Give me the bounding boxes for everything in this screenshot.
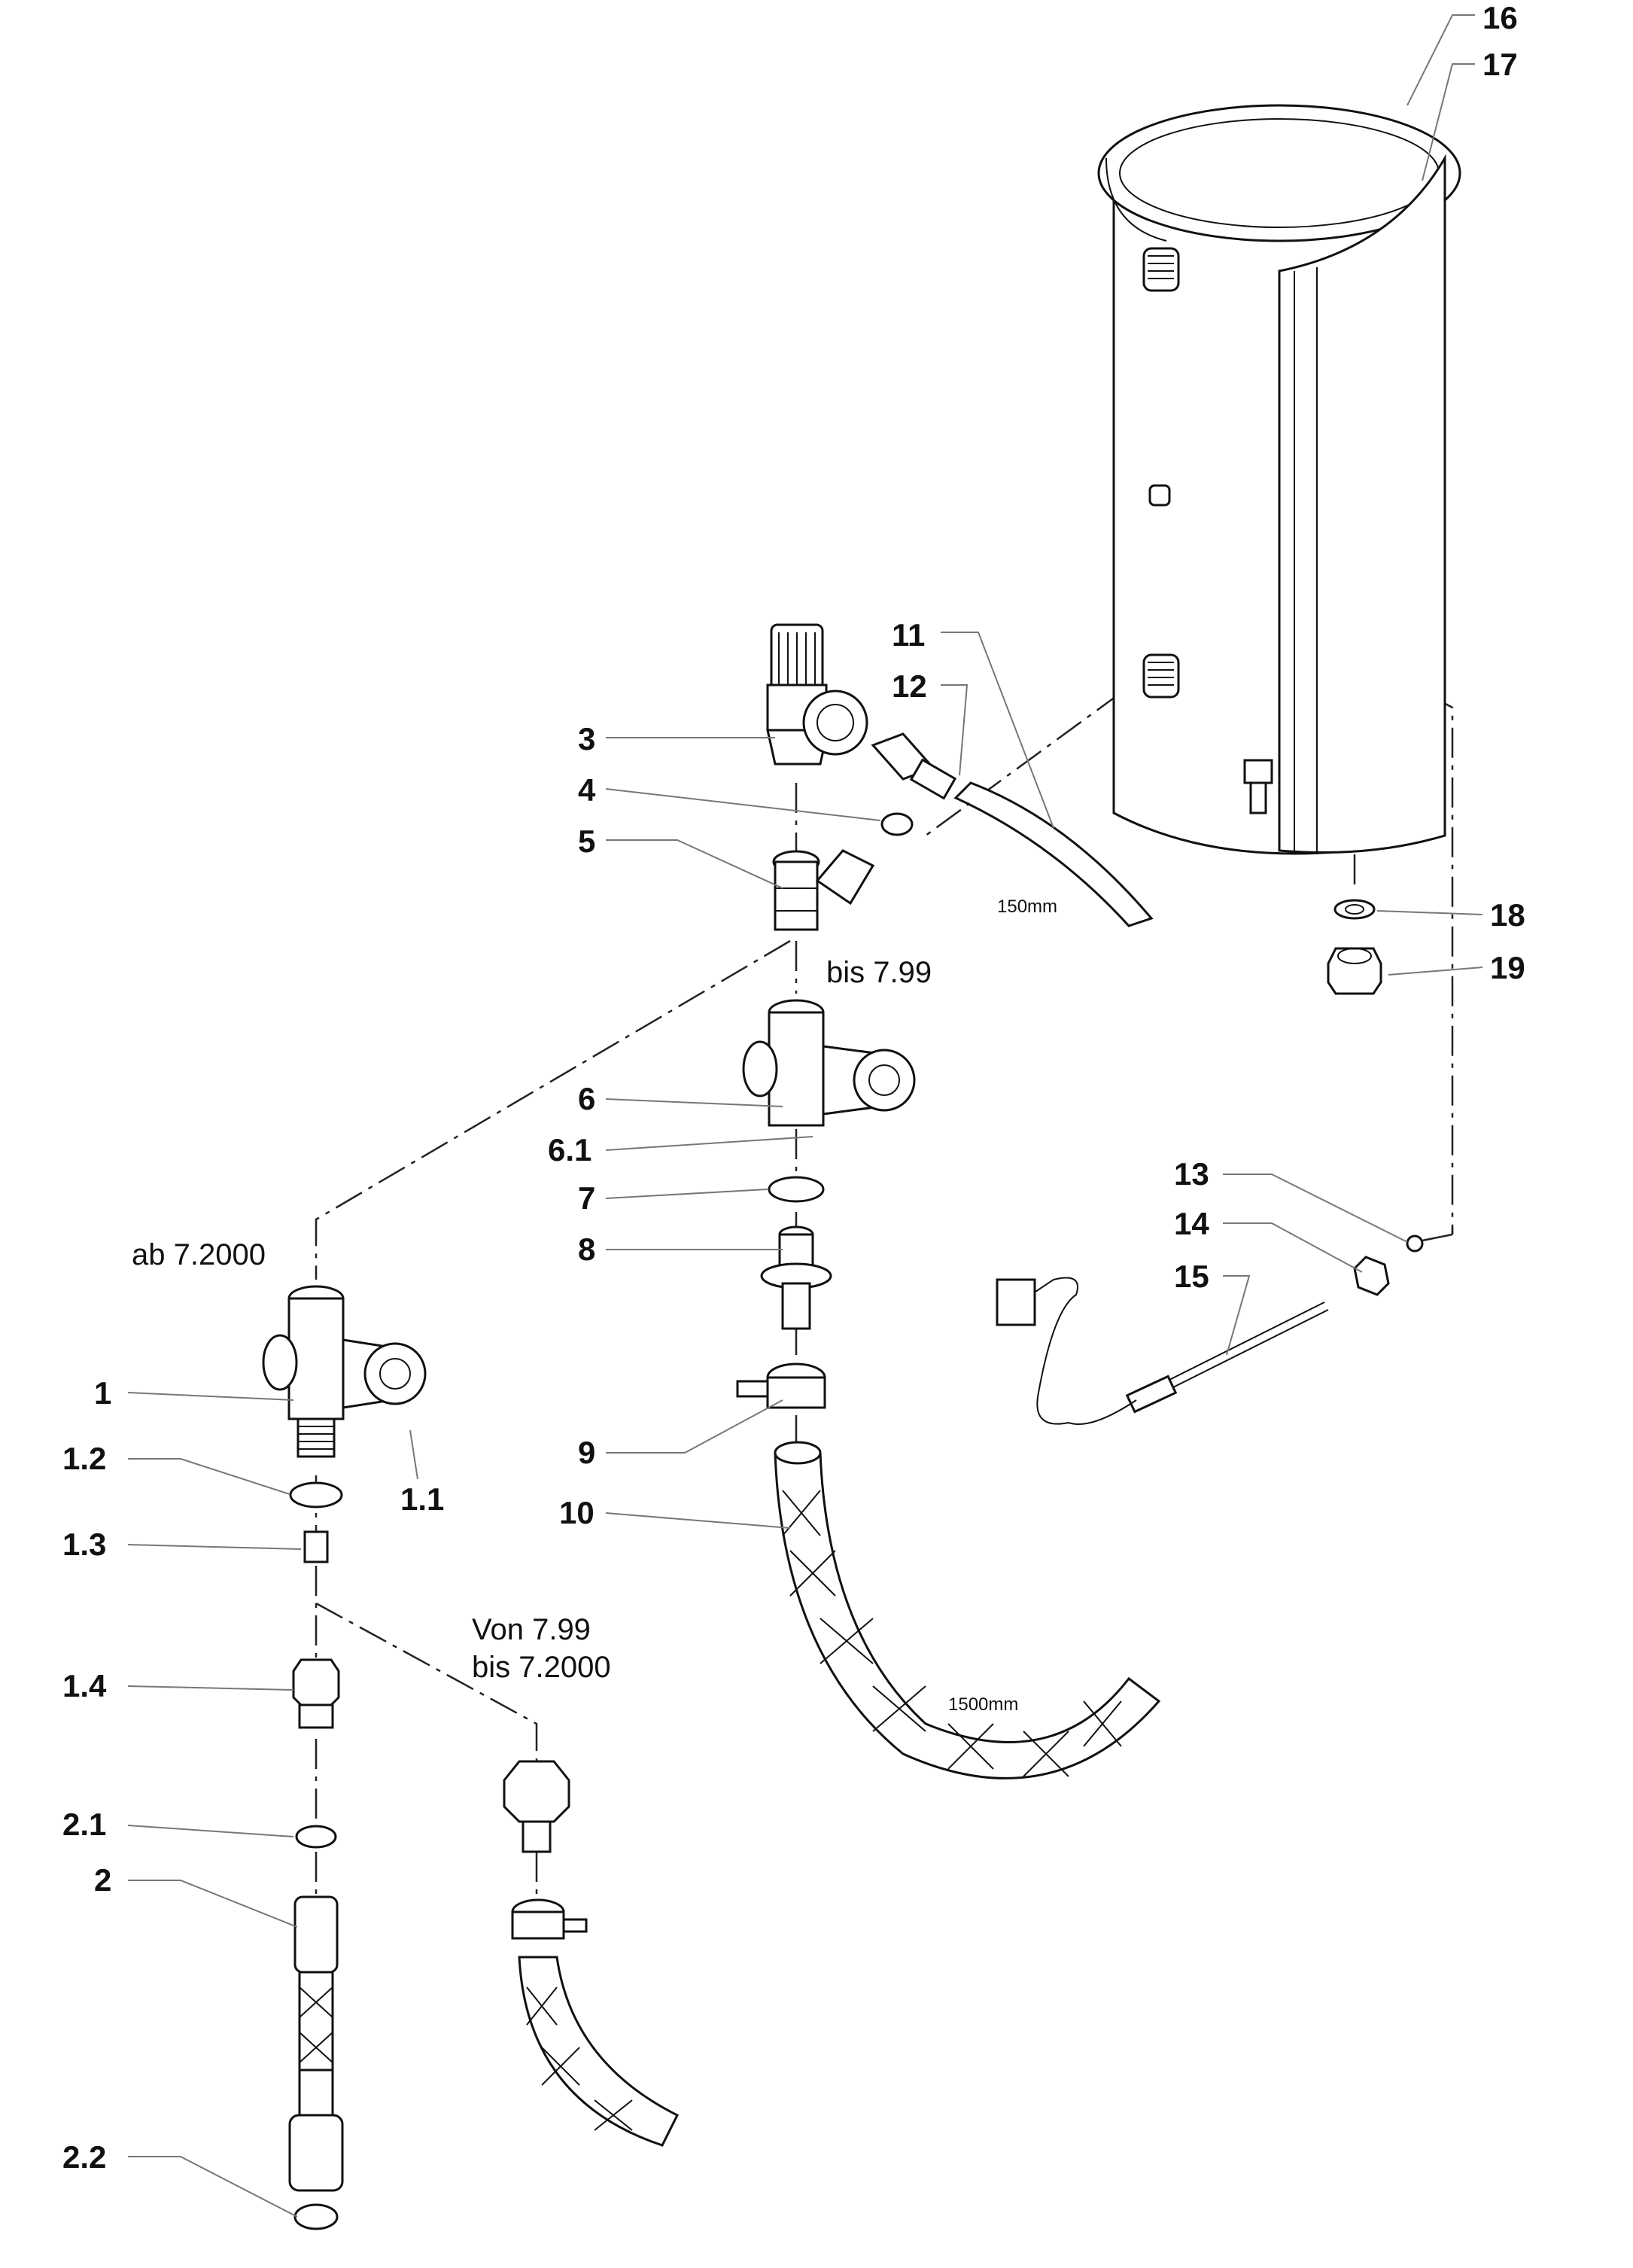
label-14: 14	[1174, 1206, 1209, 1241]
label-2-1: 2.1	[62, 1807, 106, 1842]
o-ring-7	[768, 1176, 825, 1203]
fitting-5	[772, 849, 875, 931]
part-number-labels: 16 17 11 12 3 4 5 6 6.1 7 8 9 10 18 19 1…	[62, 0, 1525, 2175]
label-12: 12	[892, 668, 927, 704]
label-1-2: 1.2	[62, 1441, 106, 1476]
valve-1	[262, 1285, 427, 1458]
label-5: 5	[578, 823, 595, 859]
notes: bis 7.99 ab 7.2000 Von 7.99 bis 7.2000 1…	[132, 897, 1057, 1715]
dimension-1500mm: 1500mm	[948, 1694, 1018, 1715]
tank-nipple-lower-icon	[1142, 653, 1180, 699]
adapter-1-4	[292, 1658, 340, 1729]
hose-10	[774, 1441, 1161, 1779]
label-1-4: 1.4	[62, 1668, 107, 1703]
label-10: 10	[559, 1495, 595, 1530]
nut-19	[1327, 947, 1382, 995]
label-1-3: 1.3	[62, 1527, 106, 1562]
hose-11	[953, 781, 1154, 927]
label-3: 3	[578, 721, 595, 757]
washer-2-1	[295, 1825, 337, 1849]
note-bis-7-99: bis 7.99	[826, 956, 932, 989]
safety-valve-3	[766, 623, 868, 766]
adapter-branch	[503, 1760, 570, 1853]
leader-lines	[127, 14, 1483, 2218]
label-18: 18	[1490, 897, 1525, 933]
label-13: 13	[1174, 1156, 1209, 1192]
label-2: 2	[94, 1862, 111, 1898]
hose-branch	[518, 1956, 680, 2147]
label-9: 9	[578, 1435, 595, 1470]
label-6-1: 6.1	[548, 1132, 591, 1167]
label-15: 15	[1174, 1259, 1209, 1294]
o-ring-1-2	[289, 1481, 343, 1508]
note-von-7-99: Von 7.99	[472, 1613, 591, 1646]
clamp-branch	[511, 1898, 588, 1940]
sensor-assembly	[996, 1234, 1424, 1425]
hose-tail-8	[760, 1225, 832, 1330]
label-2-2: 2.2	[62, 2139, 106, 2175]
washer-2-2	[293, 2203, 339, 2230]
label-1: 1	[94, 1375, 111, 1411]
storage-tank	[1097, 104, 1461, 855]
label-4: 4	[578, 772, 596, 808]
note-ab-7-2000: ab 7.2000	[132, 1238, 266, 1271]
flex-hose-2	[288, 1895, 344, 2192]
label-11: 11	[892, 617, 925, 653]
label-7: 7	[578, 1180, 595, 1216]
sensor-plug-icon	[996, 1278, 1036, 1326]
washer-18	[1333, 899, 1376, 920]
dimension-150mm: 150mm	[997, 897, 1057, 917]
o-ring-4	[880, 812, 914, 836]
label-19: 19	[1490, 950, 1525, 985]
label-8: 8	[578, 1231, 595, 1267]
label-16: 16	[1482, 0, 1518, 35]
tank-nipple-upper-icon	[1142, 247, 1180, 292]
insert-1-3	[303, 1530, 329, 1563]
label-1-1: 1.1	[400, 1481, 444, 1517]
note-bis-7-2000: bis 7.2000	[472, 1651, 611, 1684]
label-17: 17	[1482, 47, 1518, 82]
label-6: 6	[578, 1081, 595, 1116]
connector-12	[871, 732, 957, 800]
